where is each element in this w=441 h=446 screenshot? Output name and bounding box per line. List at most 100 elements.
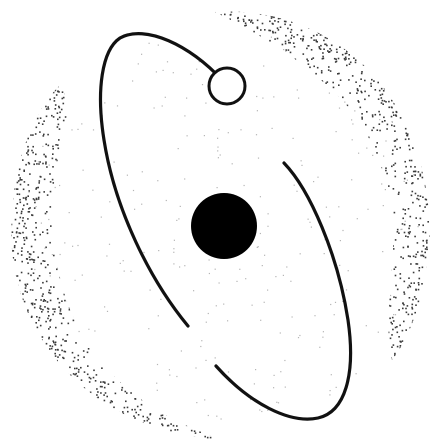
stipple-dot: [58, 166, 60, 168]
stipple-dot: [425, 70, 427, 72]
faint-dot: [208, 415, 209, 416]
faint-dot: [195, 367, 196, 368]
stipple-dot: [404, 161, 406, 163]
stipple-dot: [16, 407, 18, 409]
stipple-dot: [394, 354, 396, 356]
stipple-dot: [95, 416, 97, 418]
stipple-dot: [392, 245, 394, 247]
stipple-dot: [433, 115, 435, 117]
faint-dot: [94, 330, 95, 331]
stipple-dot: [348, 58, 350, 60]
stipple-dot: [246, 45, 248, 47]
stipple-dot: [410, 263, 412, 265]
stipple-dot: [71, 396, 73, 398]
stipple-dot: [12, 277, 14, 279]
stipple-dot: [17, 406, 19, 408]
stipple-dot: [226, 399, 228, 401]
stipple-dot: [50, 426, 52, 428]
stipple-dot: [26, 434, 28, 436]
faint-dot: [184, 115, 185, 116]
stipple-dot: [316, 34, 318, 36]
stipple-dot: [271, 9, 273, 11]
stipple-dot: [434, 275, 436, 277]
stipple-dot: [412, 191, 414, 193]
stipple-dot: [74, 441, 76, 443]
stipple-dot: [65, 382, 67, 384]
stipple-dot: [22, 220, 24, 222]
stipple-dot: [227, 39, 229, 41]
stipple-dot: [122, 387, 124, 389]
stipple-dot: [433, 22, 435, 24]
stipple-dot: [22, 394, 24, 396]
stipple-dot: [30, 390, 32, 392]
stipple-dot: [20, 363, 22, 365]
stipple-dot: [17, 307, 19, 309]
faint-dot: [299, 335, 300, 336]
stipple-dot: [46, 116, 48, 118]
stipple-dot: [338, 16, 340, 18]
stipple-dot: [342, 97, 344, 99]
stipple-dot: [325, 37, 327, 39]
stipple-dot: [245, 9, 247, 11]
stipple-dot: [8, 253, 10, 255]
stipple-dot: [13, 127, 15, 129]
stipple-dot: [9, 95, 11, 97]
stipple-dot: [362, 47, 364, 49]
stipple-dot: [38, 198, 40, 200]
stipple-dot: [52, 146, 54, 148]
stipple-dot: [378, 333, 380, 335]
stipple-dot: [30, 344, 32, 346]
stipple-dot: [422, 154, 424, 156]
stipple-dot: [405, 17, 407, 19]
stipple-dot: [409, 67, 411, 69]
stipple-dot: [435, 35, 437, 37]
stipple-dot: [416, 47, 418, 49]
faint-dot: [381, 183, 382, 184]
stipple-dot: [357, 29, 359, 31]
stipple-dot: [386, 294, 388, 296]
stipple-dot: [62, 383, 64, 385]
stipple-dot: [64, 340, 66, 342]
stipple-dot: [379, 295, 381, 297]
stipple-dot: [359, 302, 361, 304]
stipple-dot: [42, 336, 44, 338]
stipple-dot: [55, 104, 57, 106]
stipple-dot: [122, 411, 124, 413]
stipple-dot: [51, 348, 53, 350]
stipple-dot: [362, 351, 364, 353]
faint-dot: [130, 271, 131, 272]
faint-dot: [339, 265, 340, 266]
stipple-dot: [58, 148, 60, 150]
stipple-dot: [301, 30, 303, 32]
stipple-dot: [22, 208, 24, 210]
stipple-dot: [370, 305, 372, 307]
stipple-dot: [368, 137, 370, 139]
stipple-dot: [97, 409, 99, 411]
stipple-dot: [400, 21, 402, 23]
faint-dot: [190, 74, 191, 75]
stipple-dot: [21, 404, 23, 406]
faint-dot: [254, 383, 255, 384]
stipple-dot: [387, 18, 389, 20]
stipple-dot: [51, 421, 53, 423]
stipple-dot: [359, 346, 361, 348]
stipple-dot: [433, 116, 435, 118]
stipple-dot: [415, 68, 417, 70]
stipple-dot: [42, 309, 44, 311]
stipple-dot: [400, 88, 402, 90]
stipple-dot: [345, 360, 347, 362]
stipple-dot: [11, 293, 13, 295]
stipple-dot: [73, 419, 75, 421]
faint-dot: [267, 410, 268, 411]
stipple-dot: [418, 282, 420, 284]
stipple-dot: [376, 65, 378, 67]
stipple-dot: [13, 392, 15, 394]
stipple-dot: [422, 172, 424, 174]
stipple-dot: [32, 87, 34, 89]
faint-dot: [36, 206, 37, 207]
stipple-dot: [420, 342, 422, 344]
stipple-dot: [420, 174, 422, 176]
stipple-dot: [58, 267, 60, 269]
stipple-dot: [35, 331, 37, 333]
faint-dot: [372, 155, 373, 156]
